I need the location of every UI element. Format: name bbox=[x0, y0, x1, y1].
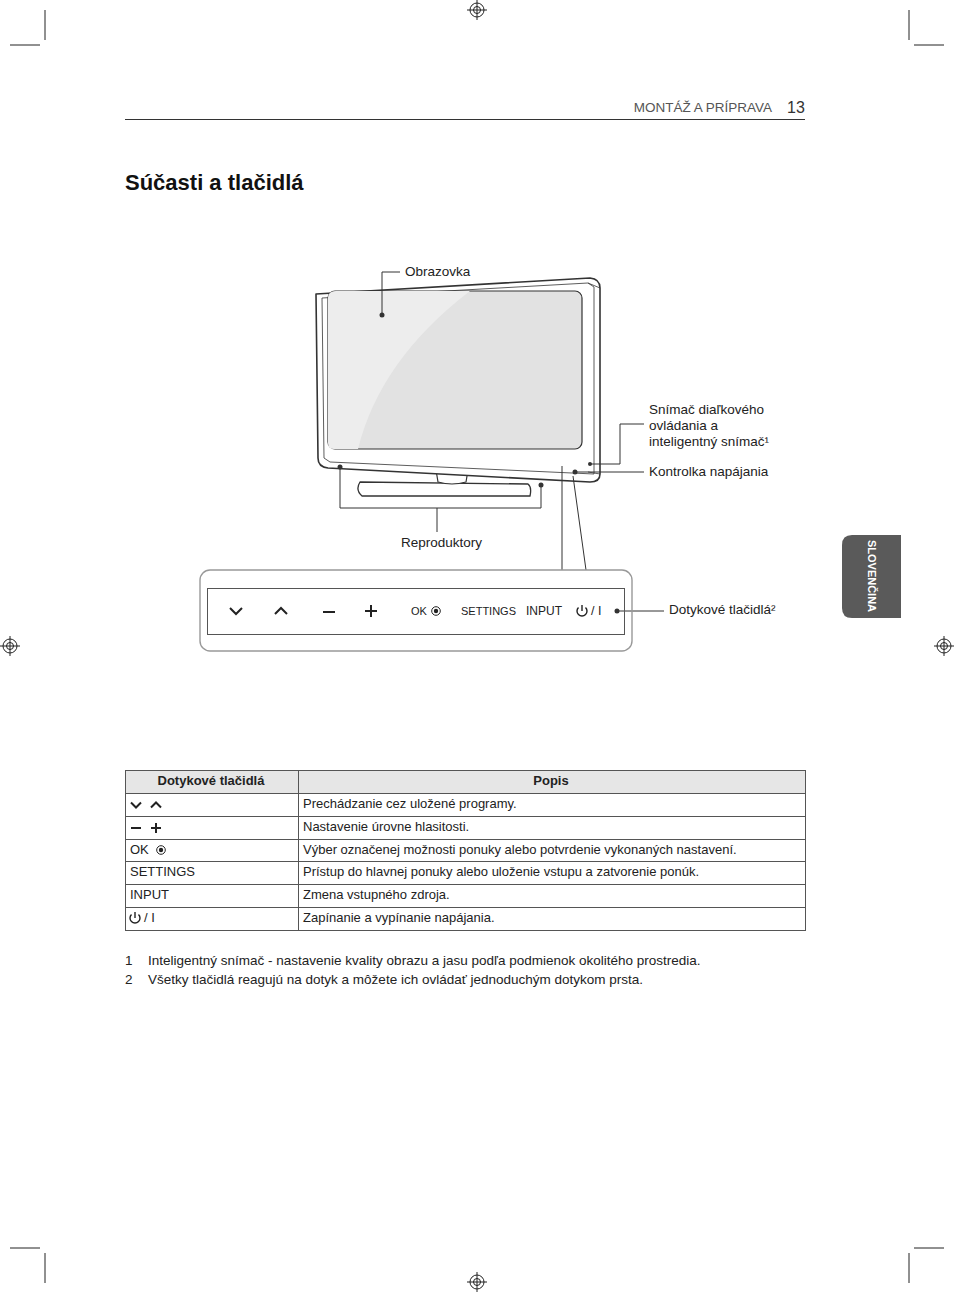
table-cell: Prechádzanie cez uložené programy. bbox=[303, 796, 517, 812]
crop-marks bbox=[10, 10, 944, 1283]
button-table bbox=[125, 770, 806, 931]
table-header: Dotykové tlačidlá bbox=[158, 773, 265, 789]
table-cell: Prístup do hlavnej ponuky alebo uloženie… bbox=[303, 864, 699, 880]
tv-stand-base bbox=[358, 482, 531, 496]
callout-panel bbox=[200, 570, 632, 651]
running-header: MONTÁŽ A PRÍPRAVA bbox=[634, 100, 772, 116]
page-title: Súčasti a tlačidlá bbox=[125, 170, 304, 196]
ok-circle-icon bbox=[432, 607, 441, 616]
table-cell: INPUT bbox=[130, 887, 169, 903]
power-icon bbox=[130, 912, 140, 923]
power-icon bbox=[577, 605, 587, 616]
table-cell: Zapínanie a vypínanie napájania. bbox=[303, 910, 495, 926]
tv-illustration bbox=[316, 278, 600, 496]
table-cell: OK bbox=[130, 842, 149, 858]
language-tab-label: SLOVENČINA bbox=[864, 540, 877, 612]
language-tab bbox=[842, 535, 901, 618]
screen-glare bbox=[328, 291, 470, 449]
footnote-text: Inteligentný snímač - nastavenie kvality… bbox=[148, 953, 701, 969]
table-cell: Výber označenej možnosti ponuky alebo po… bbox=[303, 842, 737, 858]
tv-screen bbox=[328, 291, 582, 449]
ok-circle-icon bbox=[157, 846, 166, 855]
minus-icon bbox=[131, 827, 141, 829]
table-cell: Nastavenie úrovne hlasitosti. bbox=[303, 819, 469, 835]
table-cell: SETTINGS bbox=[130, 864, 195, 880]
plus-icon bbox=[365, 605, 377, 617]
touch-button-strip: OK SETTINGS INPUT / I bbox=[207, 588, 625, 635]
button-label: OK bbox=[411, 605, 427, 618]
footnote-number: 1 bbox=[125, 953, 133, 969]
up-chevron-icon bbox=[275, 608, 287, 614]
footnote-number: 2 bbox=[125, 972, 133, 988]
part-label: Snímač diaľkového ovládania a inteligent… bbox=[649, 402, 789, 451]
button-label: INPUT bbox=[526, 604, 562, 618]
table-header: Popis bbox=[533, 773, 568, 789]
plus-icon bbox=[151, 823, 161, 833]
page-number: 13 bbox=[787, 98, 805, 117]
table-cell: Zmena vstupného zdroja. bbox=[303, 887, 450, 903]
leader-lines bbox=[340, 272, 664, 611]
table-cell: / I bbox=[144, 910, 155, 926]
minus-icon bbox=[323, 611, 335, 613]
down-chevron-icon bbox=[131, 803, 141, 808]
button-label: / I bbox=[591, 604, 601, 619]
part-label: Reproduktory bbox=[401, 535, 482, 551]
tv-frame bbox=[316, 278, 600, 482]
tv-bezel bbox=[322, 283, 594, 474]
part-label: Obrazovka bbox=[405, 264, 470, 280]
leader-dots bbox=[338, 313, 620, 614]
up-chevron-icon bbox=[151, 803, 161, 808]
footnote-text: Všetky tlačidlá reagujú na dotyk a môžet… bbox=[148, 972, 643, 988]
down-chevron-icon bbox=[230, 608, 242, 614]
table-grid bbox=[125, 770, 806, 931]
part-label: Kontrolka napájania bbox=[649, 464, 768, 480]
button-label: SETTINGS bbox=[461, 605, 516, 618]
part-label: Dotykové tlačidlá² bbox=[669, 602, 776, 618]
table-header-band bbox=[125, 770, 805, 793]
header-rule bbox=[125, 119, 805, 120]
